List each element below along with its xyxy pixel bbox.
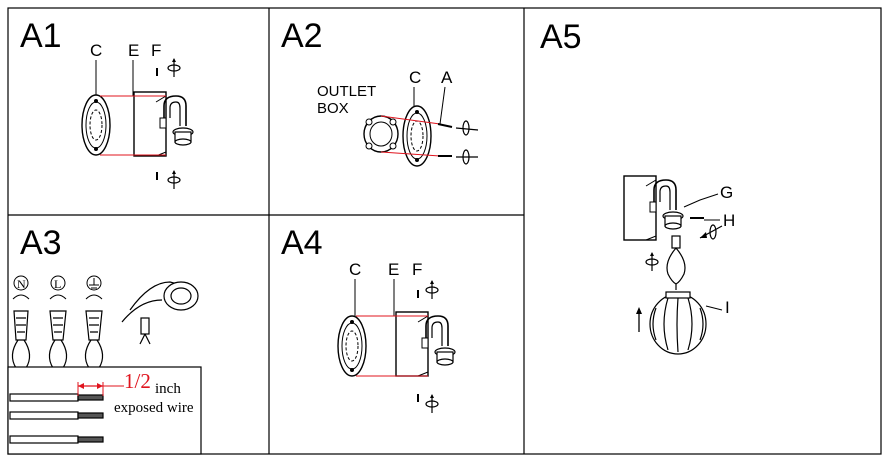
mounting-plate-c-icon	[402, 105, 432, 167]
neutral-wire-tag: N	[13, 275, 29, 291]
panel-a4: A4 C E F	[281, 224, 456, 414]
part-f-label: F	[412, 260, 422, 279]
live-wire-tag: L	[50, 275, 66, 291]
rotate-icon	[167, 169, 181, 190]
part-a-label: A	[441, 68, 453, 87]
stripped-wire-icon	[9, 393, 104, 444]
part-f-label: F	[151, 41, 161, 60]
screw-a-icon	[437, 123, 453, 157]
panel-a1: A1 C E F	[20, 17, 194, 190]
outlet-box-icon	[363, 115, 399, 153]
neutral-wire-letter: N	[17, 277, 26, 291]
step-a5-title: A5	[540, 18, 582, 56]
rotate-icon	[456, 149, 478, 165]
part-e-label: E	[128, 41, 139, 60]
step-a1-title: A1	[20, 17, 62, 55]
leader-line	[683, 193, 719, 208]
taped-wire-icon	[139, 317, 151, 345]
rotate-icon	[167, 57, 181, 78]
part-c-label: C	[409, 68, 421, 87]
up-arrow-icon	[636, 307, 642, 332]
assembled-fixture-icon	[623, 175, 684, 241]
ground-symbol-icon	[86, 275, 102, 291]
electrical-tape-icon	[121, 281, 199, 323]
part-i-label: I	[725, 298, 730, 317]
panel-a5: A5 G H I	[540, 18, 735, 355]
step-a2-title: A2	[281, 17, 323, 55]
dimension-marker	[77, 382, 124, 396]
twist-arrow-icon	[12, 294, 103, 300]
rotate-icon	[699, 224, 723, 240]
rotate-icon	[425, 393, 439, 414]
alignment-line	[380, 151, 441, 157]
step-a4-title: A4	[281, 224, 323, 262]
wire-connector-icon	[13, 310, 103, 341]
panel-grid	[7, 7, 882, 455]
part-g-label: G	[720, 183, 733, 202]
part-e-label: E	[388, 260, 399, 279]
leader-line	[705, 305, 723, 311]
spliced-wires-icon	[11, 339, 104, 369]
step-a3-title: A3	[20, 224, 62, 262]
live-wire-letter: L	[54, 277, 61, 291]
dimension-unit: inch	[155, 381, 181, 397]
rotate-icon	[425, 279, 439, 300]
wall-fixture-e-icon	[395, 311, 456, 377]
panel-a3: A3 N L	[7, 224, 202, 455]
outlet-box-label-1: OUTLET	[317, 83, 376, 100]
exposed-wire-caption: exposed wire	[114, 400, 194, 416]
leader-line	[439, 86, 446, 125]
wall-fixture-e-icon	[133, 91, 194, 157]
outlet-box-label-2: BOX	[317, 100, 349, 117]
mounting-plate-c-icon	[337, 315, 367, 377]
rotate-icon	[645, 251, 659, 272]
candle-bulb-icon	[666, 235, 686, 290]
part-c-label: C	[349, 260, 361, 279]
mounting-plate-c-icon	[81, 94, 111, 156]
alignment-line	[380, 115, 441, 125]
glass-shade-i-icon	[649, 291, 707, 355]
part-c-label: C	[90, 41, 102, 60]
rotate-icon	[455, 120, 479, 136]
dimension-value: 1/2	[124, 369, 151, 393]
panel-a2: A2 OUTLET BOX C A	[281, 17, 479, 167]
part-h-label: H	[723, 211, 735, 230]
